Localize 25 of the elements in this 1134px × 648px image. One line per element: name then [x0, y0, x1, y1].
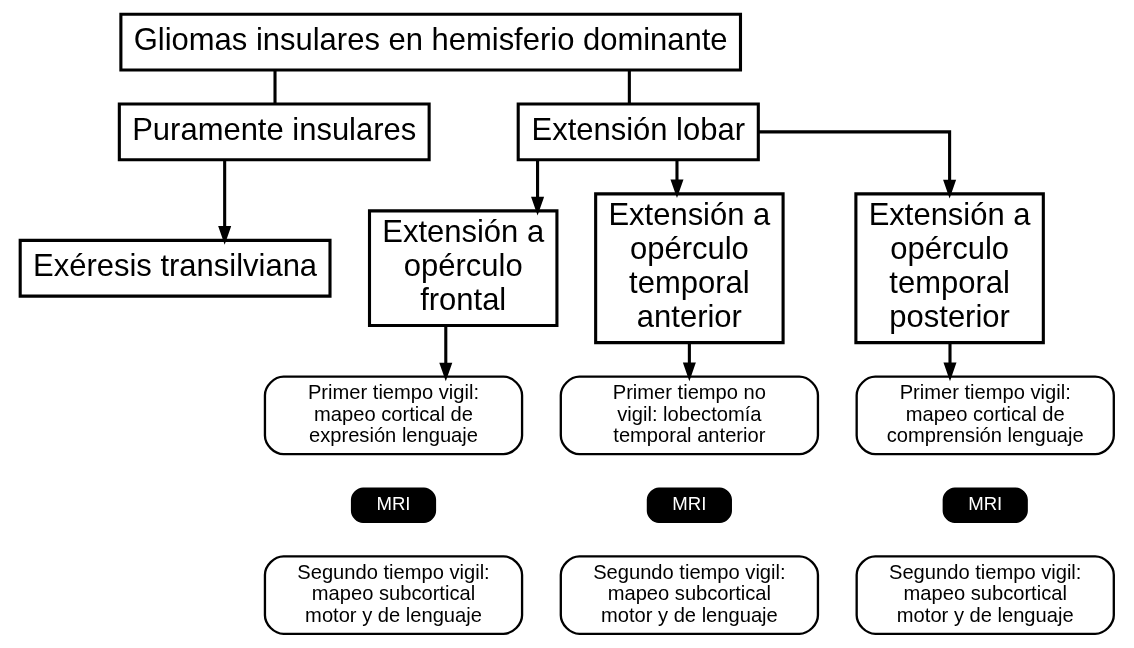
arrow [943, 342, 957, 382]
arrow [218, 160, 232, 245]
node-box: Puramente insulares [117, 102, 431, 162]
node-box: Segundo tiempo vigil: mapeo subcortical motor y de lenguaje [559, 555, 820, 635]
node-box: Primer tiempo vigil: mapeo cortical de comprensión lenguaje [855, 375, 1115, 456]
node-box: Segundo tiempo vigil: mapeo subcortical motor y de lenguaje [263, 555, 524, 635]
node-box: Exéresis transilviana [18, 238, 332, 298]
connector [273, 70, 277, 104]
arrow [670, 160, 684, 199]
node-box: Primer tiempo no vigil: lobectomía temporal anterior [559, 375, 820, 456]
arrow [439, 325, 453, 382]
connector [627, 70, 631, 104]
node-box: Extensión a opérculo temporal anterior [594, 192, 785, 345]
node-box: Extensión a opérculo temporal posterior [854, 192, 1045, 345]
node-box: MRI [646, 487, 732, 524]
node-box: Extensión lobar [516, 102, 760, 162]
node-box: MRI [942, 487, 1028, 524]
arrow [682, 342, 696, 382]
node-box: MRI [350, 487, 437, 524]
arrow [531, 160, 545, 216]
node-box: Segundo tiempo vigil: mapeo subcortical motor y de lenguaje [855, 555, 1115, 635]
node-box: Gliomas insulares en hemisferio dominante [119, 12, 743, 72]
arrow [758, 130, 957, 199]
node-box: Primer tiempo vigil: mapeo cortical de expresión lenguaje [263, 375, 524, 456]
node-box: Extensión a opérculo frontal [367, 209, 559, 328]
